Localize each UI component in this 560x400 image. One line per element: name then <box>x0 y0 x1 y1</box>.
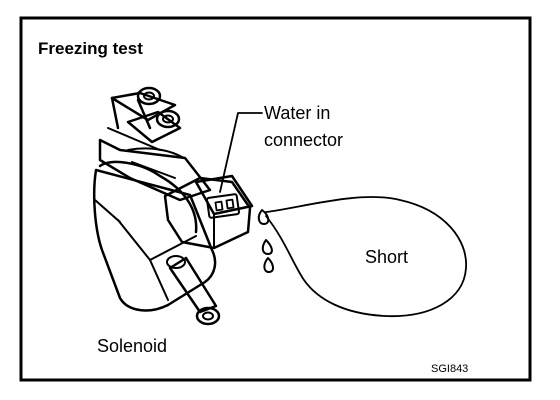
water-drop <box>257 209 270 225</box>
hose-nipple-front <box>107 109 182 151</box>
diagram-frame <box>19 16 532 382</box>
electrical-connector <box>163 174 254 250</box>
water-drops <box>257 209 274 273</box>
diagram-title: Freezing test <box>38 39 143 58</box>
water-connector-leader <box>219 112 263 193</box>
figure-code: SGI843 <box>431 363 468 375</box>
water-drop <box>263 257 274 273</box>
solenoid-illustration <box>92 86 254 326</box>
water-in-connector-label: Water in <box>264 103 330 123</box>
solenoid-label: Solenoid <box>97 336 167 356</box>
solenoid-body <box>92 160 217 312</box>
short-callout-bubble <box>265 196 467 317</box>
water-drop <box>261 239 273 255</box>
water-in-connector-label: connector <box>264 130 343 150</box>
solenoid-output-pipe <box>166 255 221 326</box>
short-label: Short <box>365 247 408 267</box>
hose-nipple-back <box>110 86 177 130</box>
